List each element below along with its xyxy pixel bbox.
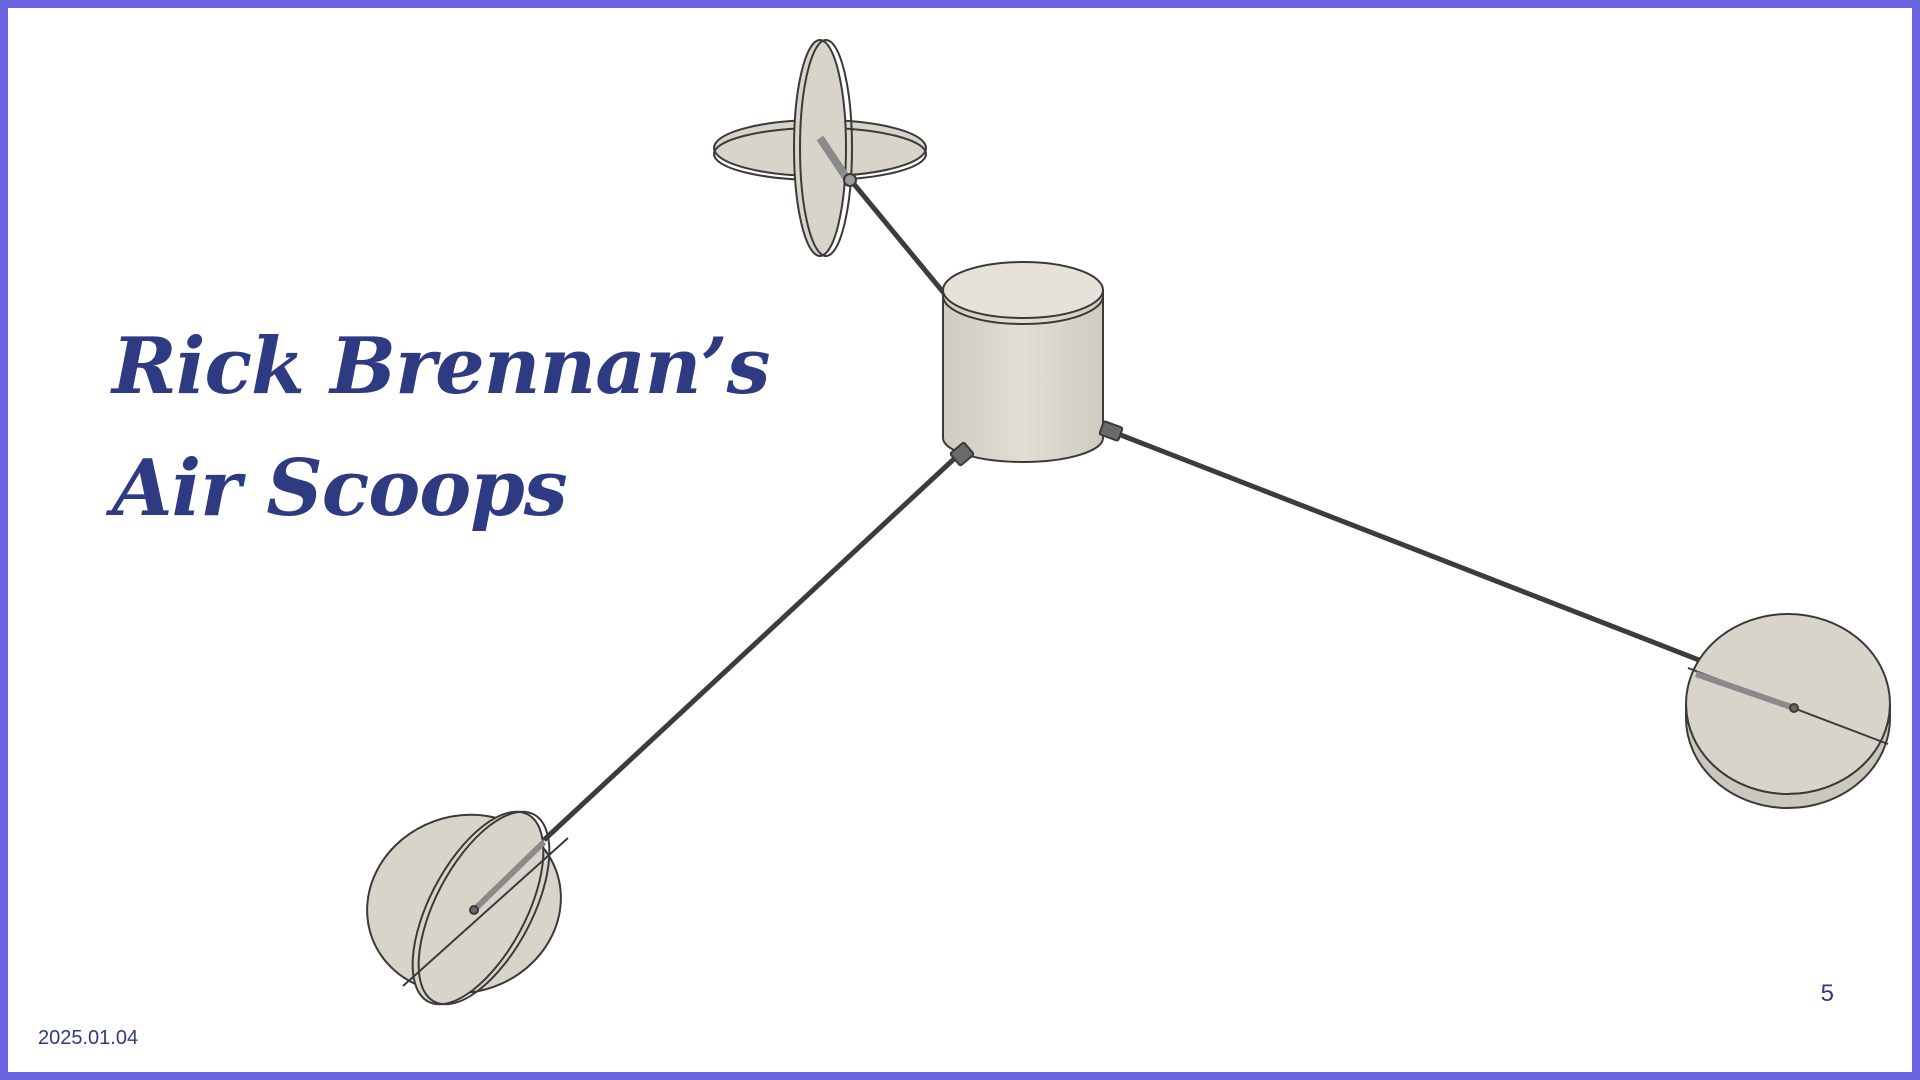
arm-upper xyxy=(842,170,950,300)
title-line-1: Rick Brennan’s xyxy=(112,321,771,412)
scoop-lower-left xyxy=(366,810,569,1006)
air-scoops-3d-model xyxy=(366,39,1891,1006)
support-arms xyxy=(542,170,1885,842)
slide-title: Rick Brennan’s Air Scoops xyxy=(112,306,771,550)
title-line-2: Air Scoops xyxy=(112,443,568,534)
scoop-upper xyxy=(713,39,927,257)
page-number: 5 xyxy=(1820,980,1834,1007)
central-hub xyxy=(942,261,1124,467)
hub-connector-right xyxy=(1098,420,1124,442)
slide-date: 2025.01.04 xyxy=(38,1027,139,1049)
hub-connector-left xyxy=(949,441,975,467)
arm-lower-left xyxy=(542,456,957,842)
scoop-right xyxy=(1685,613,1891,809)
